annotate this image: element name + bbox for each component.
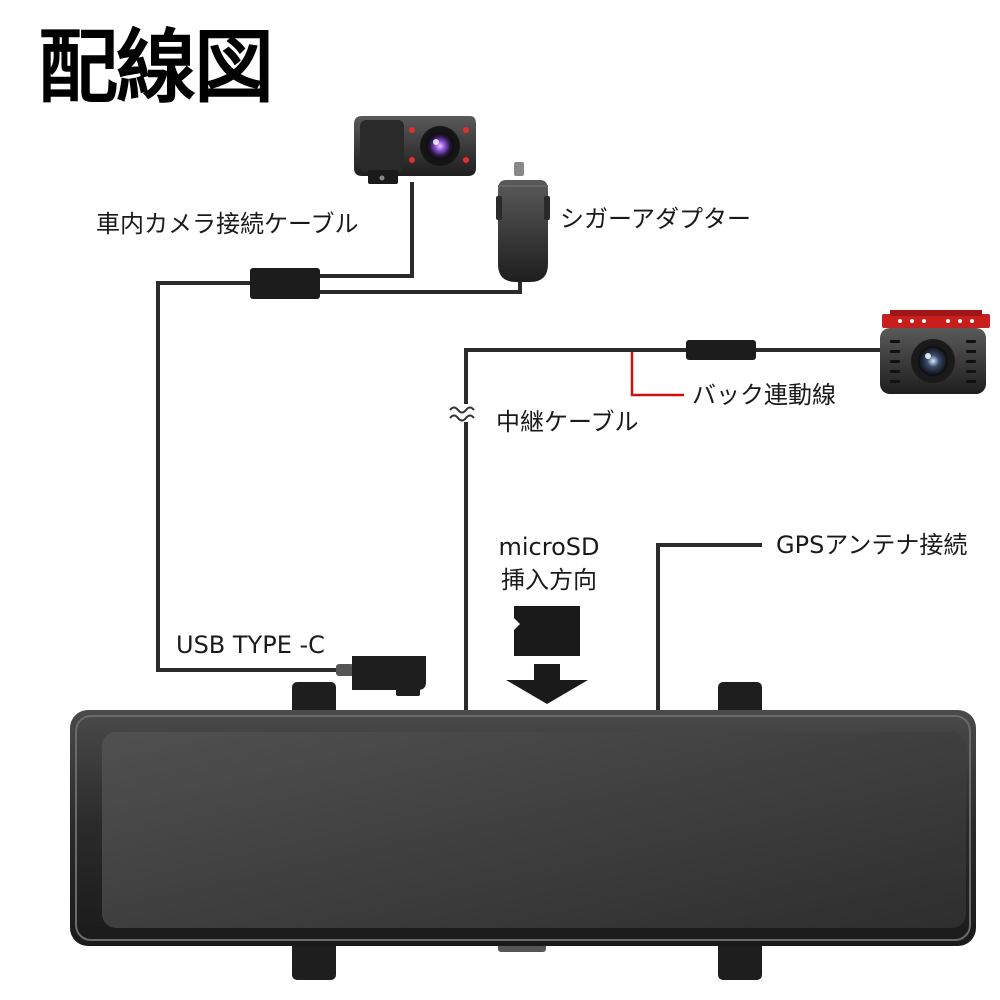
cigar-adapter-cable: [318, 282, 522, 294]
gps-antenna-cable: [656, 543, 762, 712]
relay-cable-connector: [686, 340, 756, 360]
usb-type-c-connector: [336, 656, 426, 696]
mirror-monitor: [70, 682, 976, 980]
microsd-label-line2: 挿入方向: [501, 566, 597, 594]
down-arrow-icon: [506, 664, 588, 704]
cables: [156, 182, 880, 712]
cigar-adapter-label: シガーアダプター: [560, 205, 752, 233]
microsd-label-line1: microSD: [498, 533, 600, 561]
interior-camera-icon: [354, 116, 476, 184]
cigar-adapter-icon: [496, 162, 550, 282]
usb-type-c-label: USB TYPE -C: [176, 631, 325, 659]
usb-power-cable: [156, 281, 336, 672]
microsd-card-icon: [514, 606, 580, 656]
gps-antenna-label: GPSアンテナ接続: [776, 531, 968, 559]
interior-camera-cable: [318, 182, 414, 278]
interior-camera-cable-label: 車内カメラ接続ケーブル: [96, 210, 359, 238]
reverse-signal-wire: [630, 352, 684, 397]
interior-cable-connector: [250, 268, 320, 299]
mirror-screen: [102, 732, 966, 928]
relay-cable-label: 中継ケーブル: [496, 408, 639, 436]
page-title: 配線図: [38, 21, 274, 114]
wave-break-icon: [448, 404, 484, 422]
reverse-signal-wire-label: バック連動線: [692, 381, 836, 409]
rear-camera-icon: [880, 310, 990, 394]
relay-cable: [464, 348, 688, 712]
